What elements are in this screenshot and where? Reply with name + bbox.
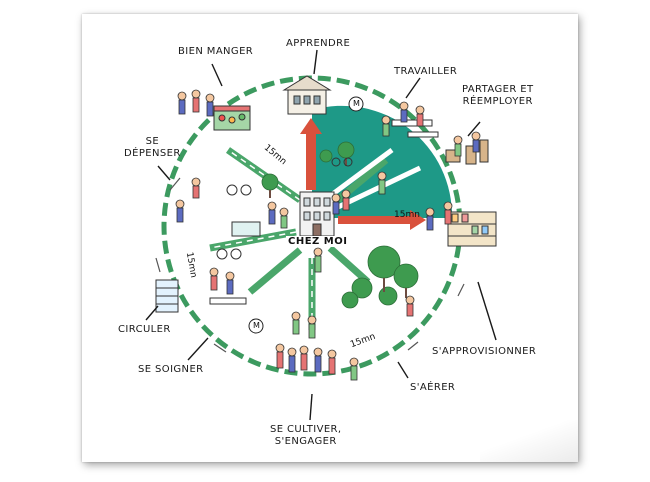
bike-stand <box>155 279 179 313</box>
red-arrow-up <box>300 118 322 190</box>
label-circuler: CIRCULER <box>118 324 171 335</box>
reuse-furniture <box>445 139 489 165</box>
label-bien-manger: BIEN MANGER <box>178 46 254 57</box>
office-tables <box>391 119 439 138</box>
duration-label-right: 15mn <box>394 210 420 220</box>
label-se-cultiver-line2: S'ENGAGER <box>274 436 337 447</box>
red-arrow-right <box>338 210 426 230</box>
label-se-cultiver-line1: SE CULTIVER, <box>270 424 342 435</box>
label-s-approvisionner: S'APPROVISIONNER <box>432 346 537 357</box>
page-curl-shadow <box>480 420 578 462</box>
label-partager: PARTAGER ET RÉEMPLOYER <box>462 84 533 108</box>
metro-icon-top <box>348 96 364 112</box>
trees <box>261 141 419 309</box>
metro-letter-top: M <box>353 99 360 108</box>
clinic-table <box>209 297 247 305</box>
label-pointer-lines <box>145 49 497 421</box>
home-building <box>299 191 335 237</box>
bicycles <box>216 157 353 260</box>
label-travailler: TRAVAILLER <box>394 66 458 77</box>
label-se-depenser-line2: DÉPENSER <box>124 148 181 159</box>
metro-letter-bottom: M <box>253 321 260 330</box>
label-se-depenser-line1: SE <box>145 136 160 147</box>
label-se-depenser: SE DÉPENSER <box>124 136 181 160</box>
label-apprendre: APPRENDRE <box>286 38 351 49</box>
teal-zone-paths <box>328 147 422 211</box>
label-s-aerer: S'AÉRER <box>410 382 456 393</box>
foosball-table <box>231 221 261 237</box>
label-partager-line2: RÉEMPLOYER <box>462 96 533 107</box>
metro-icon-bottom <box>248 318 264 334</box>
market-stall <box>213 105 251 131</box>
label-se-soigner: SE SOIGNER <box>138 364 204 375</box>
school-building <box>282 75 332 115</box>
people <box>175 89 481 381</box>
label-chez-moi: CHEZ MOI <box>286 236 350 247</box>
label-partager-line1: PARTAGER ET <box>462 84 534 95</box>
ring-arrows <box>155 177 465 353</box>
label-se-cultiver: SE CULTIVER, S'ENGAGER <box>270 424 342 448</box>
grocery-shelves <box>447 211 497 247</box>
